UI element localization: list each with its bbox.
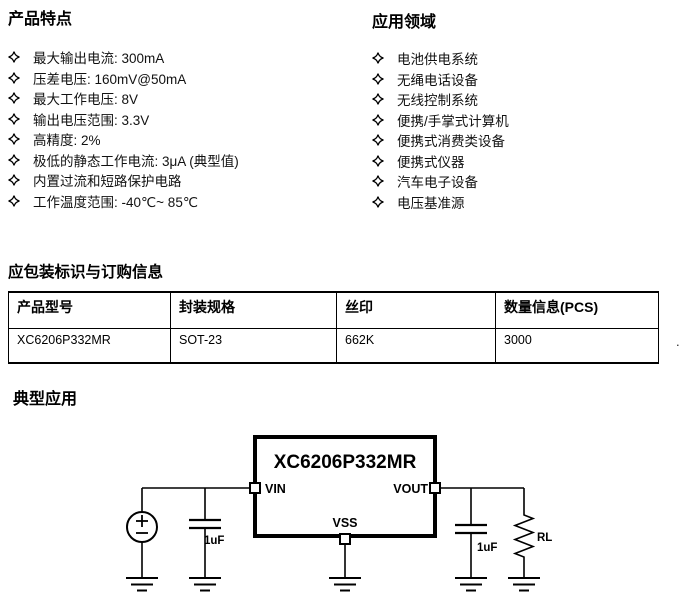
ground-icon (455, 577, 487, 592)
list-item: 便携式仪器 (372, 151, 682, 172)
pin-label-vss: VSS (332, 516, 357, 530)
ordering-section: 应包装标识与订购信息 产品型号 封装规格 丝印 数量信息(PCS) XC6206… (8, 263, 668, 364)
input-capacitor-icon (189, 488, 221, 578)
voltage-source-icon (126, 488, 158, 578)
list-item: 内置过流和短路保护电路 (8, 170, 348, 191)
ic-title: XC6206P332MR (274, 452, 417, 473)
col-header-part-number: 产品型号 (8, 291, 171, 329)
applications-list: 电池供电系统 无绳电话设备 无线控制系统 便携/手掌式计算机 便携式消费类设备 … (372, 48, 682, 212)
list-item: 便携/手掌式计算机 (372, 110, 682, 131)
application-text: 便携式仪器 (397, 154, 465, 170)
four-pointed-star-icon (372, 113, 384, 126)
product-features-section: 产品特点 最大输出电流: 300mA 压差电压: 160mV@50mA 最大工作… (8, 10, 348, 211)
feature-text: 极低的静态工作电流: 3μA (典型值) (33, 153, 239, 169)
features-title: 产品特点 (8, 11, 73, 28)
feature-text: 最大输出电流: 300mA (33, 51, 165, 67)
load-resistor-label: RL (537, 532, 552, 544)
typical-application-title: 典型应用 (13, 391, 78, 408)
list-item: 无绳电话设备 (372, 69, 682, 90)
output-capacitor-label: 1uF (477, 542, 497, 554)
four-pointed-star-icon (8, 51, 20, 64)
list-item: 高精度: 2% (8, 129, 348, 150)
application-text: 汽车电子设备 (397, 175, 478, 191)
vout-pin-terminal (429, 482, 441, 494)
list-item: 电压基准源 (372, 192, 682, 213)
ic-body (253, 435, 437, 538)
four-pointed-star-icon (372, 93, 384, 106)
four-pointed-star-icon (8, 153, 20, 166)
feature-text: 输出电压范围: 3.3V (33, 112, 150, 128)
list-item: 便携式消费类设备 (372, 130, 682, 151)
feature-text: 内置过流和短路保护电路 (33, 174, 182, 190)
four-pointed-star-icon (372, 134, 384, 147)
list-item: 输出电压范围: 3.3V (8, 109, 348, 130)
four-pointed-star-icon (8, 174, 20, 187)
input-capacitor-label: 1uF (204, 535, 224, 547)
four-pointed-star-icon (372, 72, 384, 85)
ordering-title: 应包装标识与订购信息 (8, 264, 164, 281)
list-item: 最大工作电压: 8V (8, 88, 348, 109)
cell-marking: 662K (336, 328, 496, 364)
four-pointed-star-icon (8, 92, 20, 105)
load-resistor-icon (512, 488, 536, 578)
application-text: 便携式消费类设备 (397, 134, 505, 150)
list-item: 汽车电子设备 (372, 171, 682, 192)
pin-label-vout: VOUT (393, 482, 428, 496)
col-header-package: 封装规格 (170, 291, 337, 329)
output-capacitor-icon (455, 488, 487, 578)
application-text: 无绳电话设备 (397, 72, 478, 88)
list-item: 极低的静态工作电流: 3μA (典型值) (8, 150, 348, 171)
ordering-table: 产品型号 封装规格 丝印 数量信息(PCS) XC6206P332MR SOT-… (8, 291, 659, 364)
feature-text: 工作温度范围: -40℃~ 85℃ (33, 194, 198, 210)
vss-pin-terminal (339, 533, 351, 545)
application-text: 电压基准源 (397, 195, 465, 211)
stray-dot: . (676, 334, 680, 349)
table-header-row: 产品型号 封装规格 丝印 数量信息(PCS) (8, 291, 659, 329)
cell-package: SOT-23 (170, 328, 337, 364)
application-text: 便携/手掌式计算机 (397, 113, 509, 129)
applications-section: 应用领域 电池供电系统 无绳电话设备 无线控制系统 便携/手掌式计算机 便携式消… (372, 13, 682, 212)
list-item: 工作温度范围: -40℃~ 85℃ (8, 191, 348, 212)
col-header-quantity: 数量信息(PCS) (495, 291, 659, 329)
four-pointed-star-icon (8, 71, 20, 84)
list-item: 压差电压: 160mV@50mA (8, 68, 348, 89)
four-pointed-star-icon (372, 154, 384, 167)
table-row: XC6206P332MR SOT-23 662K 3000 (8, 328, 659, 364)
pin-label-vin: VIN (265, 482, 286, 496)
four-pointed-star-icon (8, 112, 20, 125)
applications-title: 应用领域 (372, 14, 437, 31)
col-header-marking: 丝印 (336, 291, 496, 329)
cell-part-number: XC6206P332MR (8, 328, 171, 364)
feature-text: 最大工作电压: 8V (33, 92, 139, 108)
list-item: 无线控制系统 (372, 89, 682, 110)
vin-pin-terminal (249, 482, 261, 494)
typical-application-circuit: 1uF XC6206P332MR VIN VOUT VSS 1uF RL (126, 435, 552, 592)
ground-icon (508, 577, 540, 592)
feature-text: 高精度: 2% (33, 133, 101, 149)
cell-quantity: 3000 (495, 328, 659, 364)
four-pointed-star-icon (8, 133, 20, 146)
ground-icon (126, 577, 158, 592)
four-pointed-star-icon (372, 175, 384, 188)
four-pointed-star-icon (372, 52, 384, 65)
list-item: 电池供电系统 (372, 48, 682, 69)
ground-icon (189, 577, 221, 592)
four-pointed-star-icon (8, 194, 20, 207)
application-text: 无线控制系统 (397, 93, 478, 109)
feature-text: 压差电压: 160mV@50mA (33, 71, 187, 87)
ground-icon (329, 577, 361, 592)
four-pointed-star-icon (372, 195, 384, 208)
list-item: 最大输出电流: 300mA (8, 47, 348, 68)
application-text: 电池供电系统 (397, 52, 478, 68)
features-list: 最大输出电流: 300mA 压差电压: 160mV@50mA 最大工作电压: 8… (8, 47, 348, 211)
